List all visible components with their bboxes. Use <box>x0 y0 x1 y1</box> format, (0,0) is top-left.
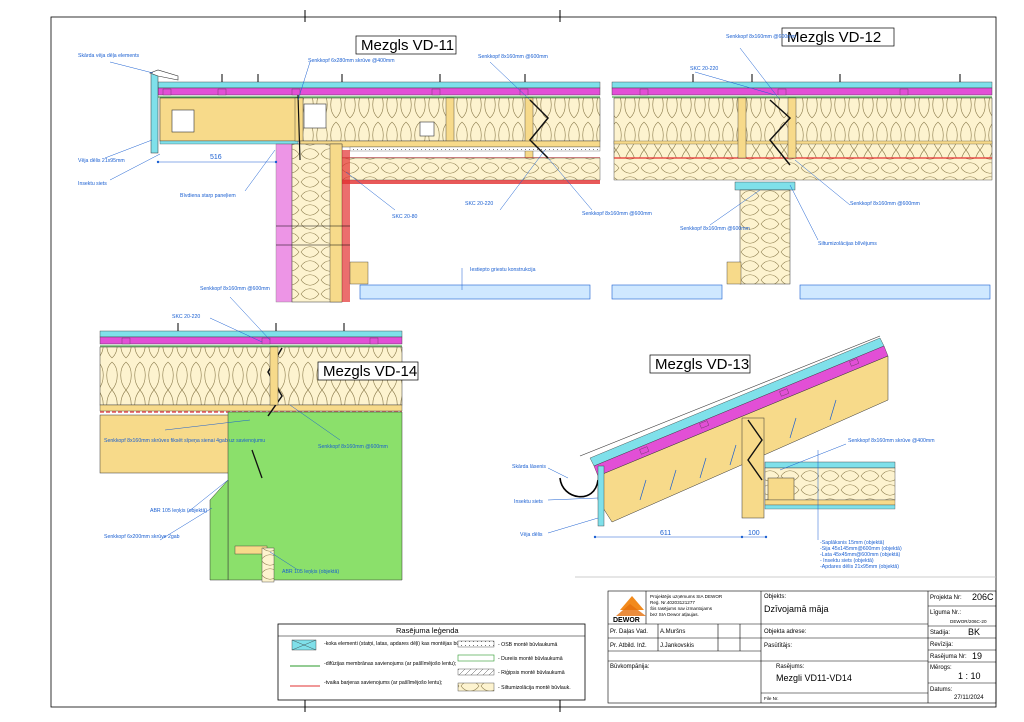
legend-item-durelis: - Dureiis montē būvlaukumā <box>498 656 563 662</box>
vd14-label-abr-bottom: ABR 105 leņķis (objektā) <box>282 569 339 575</box>
vd11-label-vejadela: Vēja dēlis 21x95mm <box>78 158 125 164</box>
vd12-title: Mezgls VD-12 <box>787 29 881 46</box>
rasejuma-nr-value: 19 <box>972 651 982 661</box>
legend-durelis-swatch <box>457 654 495 662</box>
drawing-frame <box>50 16 997 708</box>
vd13-label-sennkopf: Senkkopf 8x160mm skrūve @400mm <box>848 438 935 444</box>
legend-item-insulation: - Siltumizolācija montē būvlauk. <box>498 685 571 691</box>
vd13-note-2: -Sija 45x145mm@600mm (objektā) <box>820 546 902 552</box>
stadija-label: Stadija: <box>930 630 950 636</box>
vd13-label-vejadelis: Vēja dēlis <box>520 532 543 538</box>
logo-text: DEWOR <box>613 617 640 624</box>
buvkomp-label: Būvkompānija: <box>610 664 650 670</box>
objekts-value: Dzīvojamā māja <box>764 604 829 614</box>
company-line-2: Reģ. Nr.40203121277 <box>650 599 695 605</box>
vd12-label-sennkopf-right: Senkkopf 8x160mm @600mm <box>850 201 920 207</box>
vd12-label-sennkopf-top: Senkkopf 8x160mm @600mm <box>726 34 796 40</box>
pasutitajs-label: Pasūtītājs: <box>764 643 792 649</box>
legend-item-membrane: -difūzijas membrānas savienojums (ar paš… <box>324 661 456 667</box>
svg-text:Skārda vēja dēļa elements: Skārda vēja dēļa elements <box>78 53 140 59</box>
legend-item-osb: - OSB montē būvlaukumā <box>498 642 558 648</box>
detail-vd13: 611 100 Mezgls VD-13 Senkkopf 8x160mm sk… <box>512 335 935 570</box>
vd12-label-skc20220: SKC 20-220 <box>690 66 718 72</box>
legend: Rasējuma leģenda -koka elementi (statņi,… <box>277 623 586 701</box>
datums-value: 27/11/2024 <box>954 695 984 701</box>
vd11-label-sennkopf-right: Senkkopf 8x160mm @600mm <box>582 211 652 217</box>
vd11-label-bivdiena: Bīvdiena starp paneļiem <box>180 193 236 199</box>
vd11-label-iestiepto: Iestiepto griestu konstrukcija <box>470 267 536 273</box>
pr-dalas-vad-label: Pr. Daļas Vad. <box>610 629 648 635</box>
vd11-label-skarda: Skārda vēja dēļa elements <box>78 53 140 59</box>
vd14-label-skc20220: SKC 20-220 <box>172 314 200 320</box>
vd13-note-4: - Insektu siets (objektā) <box>820 558 874 564</box>
company-line-1: Projektējis uzņēmums SIA DEWOR <box>650 594 723 599</box>
pr-atbild-label: Pr. Atbild. Inž. <box>610 643 647 649</box>
vd14-label-sennkopf-skruves: Senkkopf 8x160mm skrūves fiksēt sīpeņa s… <box>104 438 265 444</box>
vd13-label-skarda: Skārda lāsenis <box>512 464 546 470</box>
rasejuma-nr-label: Rasējuma Nr: <box>930 654 967 660</box>
vd14-label-sennkopf-200: Senkkopf 6x200mm skrūve 2gab <box>104 534 180 540</box>
pr-atbild-value: J.Jankovskis <box>660 643 694 649</box>
vd12-label-sennkopf-left: Senkkopf 8x160mm @600mm <box>680 226 750 232</box>
objekts-label: Objekts: <box>764 594 786 600</box>
dewor-logo: DEWOR <box>613 596 646 624</box>
vd13-note-1: -Saplāksnis 15mm (objektā) <box>820 540 885 546</box>
legend-osb-swatch <box>457 640 495 648</box>
vd11-label-insektu: Insektu siets <box>78 181 107 187</box>
stadija-value: BK <box>968 627 980 637</box>
company-line-3: Šis rasējums nav izmantojams <box>650 605 713 611</box>
vd13-dim-100: 100 <box>748 530 760 537</box>
vd11-label-sennkopf-top: Senkkopf 8x160mm @600mm <box>478 54 548 60</box>
vd14-label-abr-left: ABR 105 leņķis (objektā) <box>150 508 207 514</box>
legend-title: Rasējuma leģenda <box>396 626 459 635</box>
vd11-label-sennkopf-280: Senkkopf 6x280mm skrūve @400mm <box>308 58 395 64</box>
title-block <box>607 590 997 704</box>
legend-item-vapor: -tvaika barjeras savienojums (ar pašlīmē… <box>324 680 443 686</box>
legend-item-rigips: - Riģipsis montē būvlaukumā <box>498 669 565 676</box>
vd14-title: Mezgls VD-14 <box>323 363 417 380</box>
vd13-label-insektu: Insektu siets <box>514 499 543 505</box>
merogs-label: Mērogs: <box>930 665 952 671</box>
file-label: File Nr. <box>764 696 779 701</box>
vd11-dim-516: 516 <box>210 154 222 161</box>
detail-vd11: 516 Mezgls VD-11 Skārda vēja dēļa elemen… <box>78 35 652 303</box>
liguma-nr-label: Līguma Nr.: <box>930 610 961 616</box>
projekta-nr-value: 206C <box>972 592 994 602</box>
vd13-title: Mezgls VD-13 <box>655 356 749 373</box>
rasejums-label: Rasējums: <box>776 664 805 670</box>
merogs-value: 1 : 10 <box>958 671 981 681</box>
vd14-label-sennkopf-600: Senkkopf 8x160mm @600mm <box>318 444 388 450</box>
liguma-nr-value: DEWOR/206C-20 <box>950 619 987 624</box>
vd11-label-skc2080: SKC 20-80 <box>392 214 417 220</box>
rasejums-value: Mezgli VD11-VD14 <box>776 673 852 683</box>
pr-dalas-vad-value: A.Muršns <box>660 629 685 635</box>
vd11-title: Mezgls VD-11 <box>361 37 454 54</box>
detail-vd12: Mezgls VD-12 Senkkopf 8x160mm @600mm SKC… <box>611 27 993 300</box>
revizija-label: Revīzija: <box>930 642 953 648</box>
vd11-label-skc20220: SKC 20-220 <box>465 201 493 207</box>
vd13-dim-611: 611 <box>660 530 671 537</box>
objekta-adrese-label: Objekta adrese: <box>764 629 807 635</box>
company-line-4: bez SIA Dewor atļaujas. <box>650 612 699 617</box>
datums-label: Datums: <box>930 687 953 693</box>
legend-rigips-swatch <box>457 668 495 676</box>
legend-insulation-swatch <box>457 682 495 692</box>
legend-item-wood: -koka elementi (statņi, latas, apdares d… <box>324 641 483 647</box>
vd12-label-siltumizolacijas: Siltumizolācijas blīvējums <box>818 241 877 247</box>
vd14-label-sennkopf-top: Senkkopf 8x160mm @600mm <box>200 286 270 292</box>
vd13-note-3: -Lata 45x45mm@600mm (objektā) <box>820 552 901 558</box>
projekta-nr-label: Projekta Nr: <box>930 595 962 601</box>
detail-vd14: Mezgls VD-14 Senkkopf 8x160mm @600mm SKC… <box>99 286 419 583</box>
vd13-note-5: -Apdares dēlis 21x95mm (objektā) <box>820 564 899 570</box>
